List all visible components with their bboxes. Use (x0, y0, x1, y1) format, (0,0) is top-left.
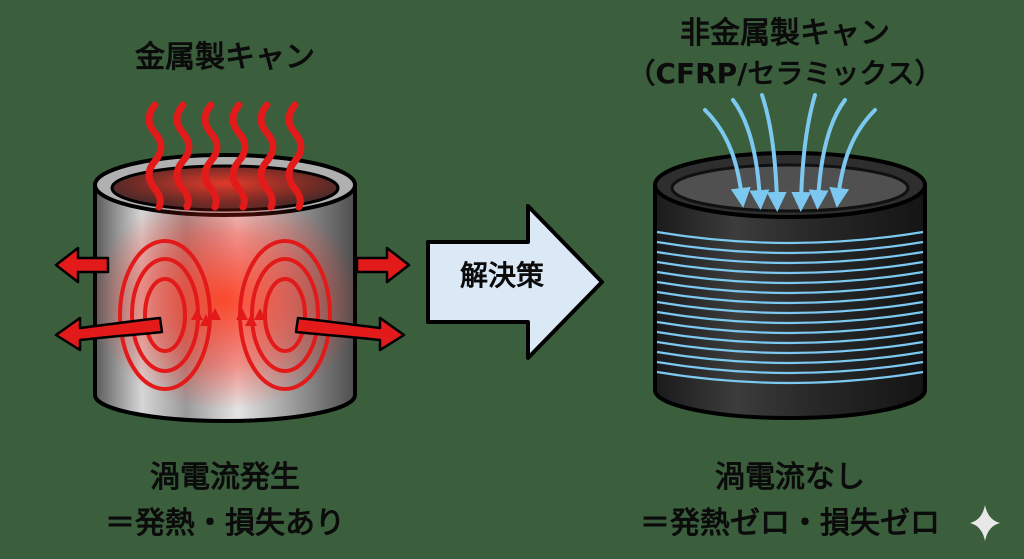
fiber-line (656, 250, 924, 265)
fiber-line (656, 360, 924, 375)
fiber-line (656, 310, 924, 325)
field-pass-arrows (703, 93, 877, 212)
fiber-line (656, 240, 924, 255)
heat-waves (145, 101, 305, 211)
fiber-line (656, 370, 924, 385)
left-caption-line1: 渦電流発生 (150, 460, 300, 495)
fiber-winding-lines (656, 230, 924, 385)
current-direction-arrows (191, 308, 266, 326)
heat-glow (90, 190, 360, 410)
right-subtitle: （CFRP/セラミックス） (627, 57, 943, 90)
metal-can (90, 153, 360, 423)
loss-arrows (54, 246, 411, 352)
solution-arrow (426, 204, 604, 360)
fiber-line (656, 300, 924, 315)
eddy-current-loops (118, 239, 332, 391)
fiber-line (656, 260, 924, 275)
fiber-line (656, 350, 924, 365)
left-caption-line2: ＝発熱・損失あり (105, 506, 345, 541)
left-title: 金属製キャン (135, 40, 315, 75)
fiber-line (656, 290, 924, 305)
sparkle-icon (970, 505, 1000, 541)
fiber-line (656, 320, 924, 335)
fiber-line (656, 270, 924, 285)
fiber-line (656, 340, 924, 355)
solution-label: 解決策 (459, 259, 544, 292)
fiber-line (656, 230, 924, 245)
fiber-line (656, 330, 924, 345)
right-caption-line2: ＝発熱ゼロ・損失ゼロ (640, 506, 940, 541)
right-caption-line1: 渦電流なし (715, 460, 865, 495)
right-title: 非金属製キャン (680, 16, 890, 51)
fiber-line (656, 280, 924, 295)
